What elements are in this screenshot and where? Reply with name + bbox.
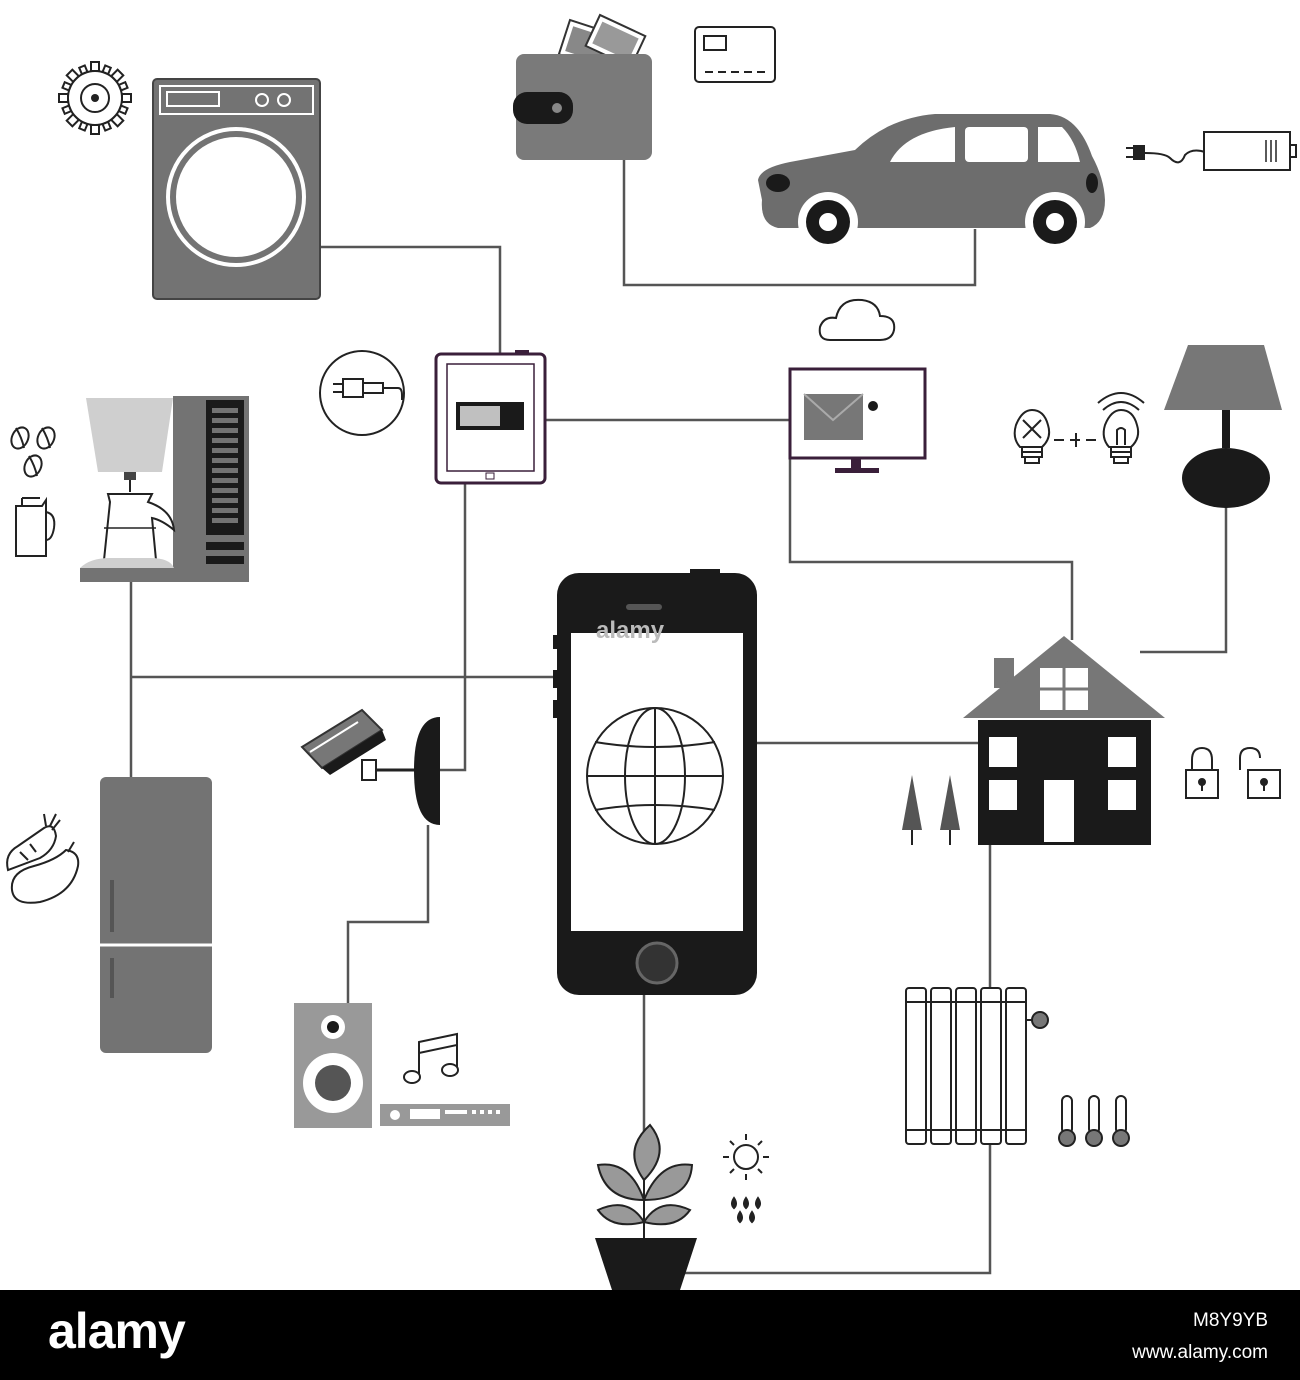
wire-washer-tablet	[320, 245, 502, 354]
wire-monitor-house	[788, 458, 1074, 640]
vegetables-icon	[6, 813, 80, 904]
music-note-icon	[403, 1032, 459, 1084]
globe-icon	[586, 707, 724, 845]
wire-tablet-camera	[440, 483, 467, 772]
cloud-icon	[818, 298, 896, 341]
radiator-icon	[905, 987, 1049, 1145]
watermark-text: alamy	[596, 617, 665, 644]
sun-rain-icon	[723, 1134, 769, 1224]
wire-lamp-house	[1140, 505, 1228, 654]
smartphone-icon	[553, 569, 757, 995]
wire-camera-speaker	[346, 825, 430, 1003]
speaker-icon	[294, 1003, 372, 1128]
coffee-beans-icon	[10, 426, 56, 478]
credit-card-icon	[694, 26, 776, 83]
thermometers-icon	[1058, 1095, 1130, 1147]
footer-logo: alamy	[48, 1303, 186, 1359]
trees-icon	[902, 775, 960, 845]
wallet-icon	[513, 13, 652, 160]
cog-icon	[58, 61, 132, 135]
lamp-icon	[1164, 345, 1282, 508]
washing-machine-icon	[152, 78, 321, 300]
milk-jug-icon	[15, 496, 56, 557]
tablet-icon	[434, 350, 547, 485]
car-icon	[758, 114, 1105, 252]
monitor-icon	[788, 367, 927, 473]
plant-icon	[595, 1123, 697, 1290]
site-url-label: www.alamy.com	[1132, 1342, 1268, 1363]
smart-home-diagram: alamy	[6, 13, 1297, 1290]
security-camera-icon	[300, 708, 440, 825]
stereo-icon	[380, 1104, 510, 1126]
image-id-label: M8Y9YB	[1193, 1310, 1268, 1331]
charger-icon	[1126, 131, 1297, 171]
coffee-maker-icon	[80, 396, 249, 582]
house-icon	[963, 636, 1165, 845]
wire-wallet-car	[622, 160, 977, 287]
footer-bar: alamy M8Y9YB www.alamy.com	[0, 1290, 1300, 1380]
plug-icon	[319, 350, 405, 436]
refrigerator-icon	[100, 777, 212, 1053]
light-bulbs-icon	[1013, 392, 1145, 464]
padlocks-icon	[1185, 746, 1281, 799]
